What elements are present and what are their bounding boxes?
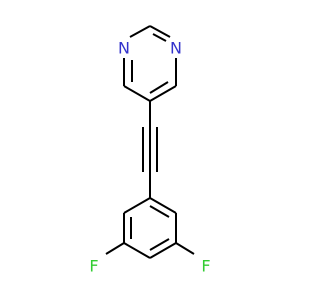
molecule-canvas: N N F F xyxy=(87,25,213,276)
atom-n2: N xyxy=(168,38,184,58)
bond-c2-n3-inner xyxy=(152,33,167,42)
bond-c2-n3 xyxy=(149,25,171,38)
bond-c4-c5-inner xyxy=(149,81,169,94)
atom-n1-label: N xyxy=(118,39,130,58)
atom-f2-label: F xyxy=(201,257,210,276)
atom-n2-label: N xyxy=(170,39,182,58)
bond-c4-c5 xyxy=(149,85,177,102)
triple-bond xyxy=(142,127,158,172)
bond-b6-b1 xyxy=(123,197,151,214)
benzene-ring xyxy=(123,197,177,259)
molecule-structure: N N F F xyxy=(87,25,213,276)
bond-b3-f2 xyxy=(175,242,195,255)
bond-n1-c2 xyxy=(129,25,151,38)
atom-f1-label: F xyxy=(89,257,98,276)
bond-b3-b4-inner xyxy=(149,238,170,251)
bond-b1-b2-inner xyxy=(149,205,170,218)
bond-b3-b4 xyxy=(149,242,177,259)
bond-b5-f1 xyxy=(105,242,125,255)
bond-c5-c6 xyxy=(123,85,151,102)
atom-f1: F xyxy=(87,256,101,276)
atom-f2: F xyxy=(199,256,213,276)
bond-b4-b5 xyxy=(123,242,151,259)
pyrimidine-ring xyxy=(123,25,177,102)
bond-b1-b2 xyxy=(149,197,177,214)
atom-n1: N xyxy=(116,38,132,58)
